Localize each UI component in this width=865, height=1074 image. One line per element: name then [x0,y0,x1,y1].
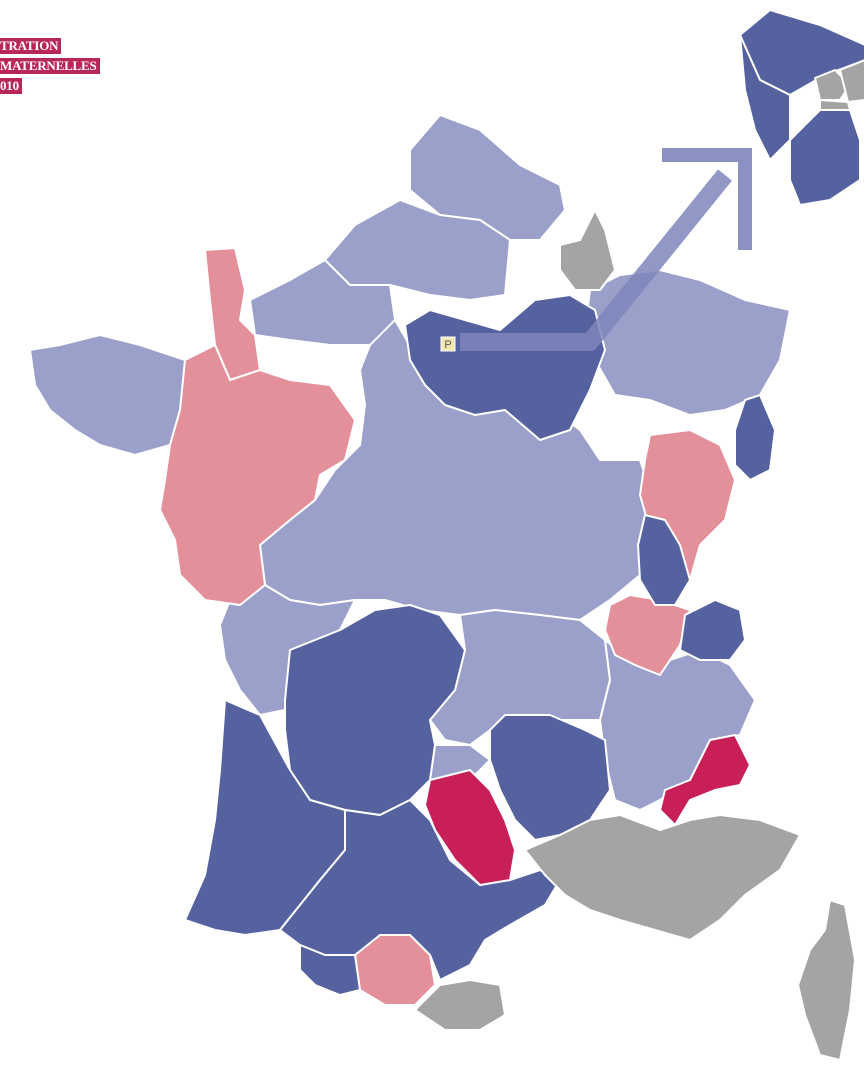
inset-arrow [460,148,752,351]
region-north-medium [29,114,791,811]
dept-corsica [797,899,856,1061]
inset-dept-paris-2 [839,59,865,103]
dept-pyrenees-orientales [414,979,506,1031]
title-line-2: MATERNELLES [0,58,100,74]
paris-marker-label: P [444,339,451,351]
region-no-data [414,209,856,1061]
dept-pyrenees [299,944,361,996]
dept-brittany [29,334,196,456]
dept-limousin [284,604,466,816]
dept-aveyron [424,769,516,886]
dept-ain [604,594,691,676]
title-line-1: TRATION [0,38,62,54]
dept-pays-de-loire [159,344,356,606]
dept-haute-savoie [679,599,746,661]
dept-manche [204,247,261,381]
dept-jura [637,514,691,606]
inset-dept-paris-3 [819,99,851,111]
paris-marker-box [440,336,456,352]
map-title: TRATION MATERNELLES 010 [0,38,100,98]
dept-champagne [584,269,791,416]
dept-hautes-alpes [659,734,751,826]
region-high-rate [159,247,736,1006]
dept-bas-rhin [734,394,776,481]
dept-ardennes [559,209,616,291]
region-low-rate [184,294,776,996]
paris-inset [739,9,865,206]
region-very-high-rate [424,734,751,886]
title-line-3: 010 [0,78,22,94]
inset-dept-south [789,109,861,206]
dept-provence [524,814,801,941]
dept-midi-pyrenees [279,799,561,981]
dept-paris-ring [404,294,606,441]
dept-north [409,114,566,241]
inset-dept-west [739,34,791,161]
